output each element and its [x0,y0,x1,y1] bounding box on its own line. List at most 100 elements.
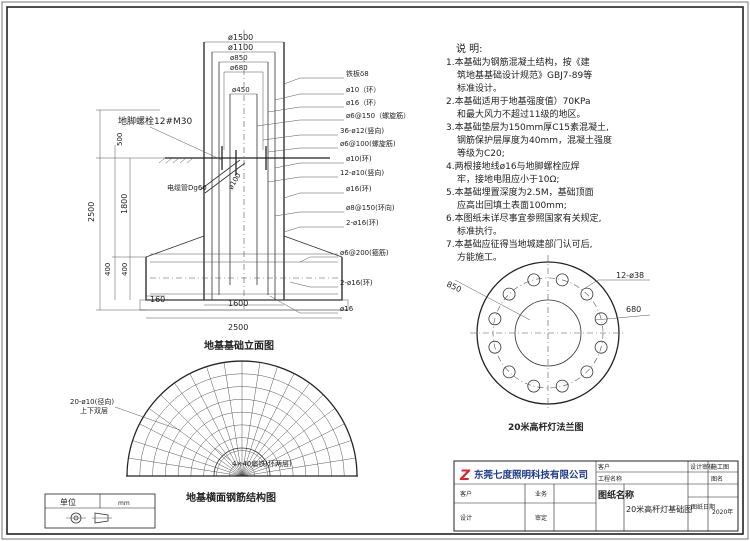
note-line: 3.本基础垫层为150mm厚C15素混凝土, [446,121,609,133]
plan-radial [241,457,356,477]
note-line: 等级为C20; [457,147,505,159]
bolt-hole [555,273,569,287]
rebar-label: ø16（环） [346,99,380,107]
bolt-hole [580,287,594,301]
tb-project-label: 工程名称 [598,475,622,483]
company-name: 东莞七度照明科技有限公司 [474,469,588,481]
rebar-label: 2-ø16(环) [340,279,373,287]
note-line: 1.本基础为钢筋混凝土结构，按《建 [446,56,590,68]
rebar-label: 36-ø12(竖向) [340,126,384,135]
plan-radial [189,373,243,477]
title-block: Z 东莞七度照明科技有限公司 客户 工程名称 设计审核 施工图 图名 客户 业务… [453,460,739,532]
plan-label-radial: 20-ø10(径向) [70,397,114,406]
diam-label: ø1100 [228,43,253,52]
rebar-label: ø8@150(环向) [346,203,395,212]
bolt-hole [527,379,541,393]
flange-holes-label: 12-ø38 [616,271,644,280]
note-line: 牢，接地电阻应小于10Ω; [457,173,559,185]
plan-radial [241,366,278,477]
bolt-hole [555,379,569,393]
dim-label: 500 [116,133,124,146]
note-line: 标准执行。 [457,225,502,237]
plan-radial [128,457,243,477]
tb-client-label-2: 客户 [460,490,472,498]
note-line: 钢筋保护层厚度为40mm，混凝土强度 [457,134,612,146]
plan-radial [174,382,243,477]
plan-radial [148,408,243,477]
note-line: 标准设计。 [457,82,502,94]
bolt-holes [488,273,608,393]
rebar-label: ø6@200(箍筋) [340,248,389,257]
plan-radial [206,366,243,477]
diam-label: ø450 [232,86,250,94]
tb-drawing-date: 2020年 [712,508,733,516]
plan-label-radial-sub: 上下双层 [80,406,108,415]
unit-value: mm [118,500,130,507]
note-line: 2.本基础适用于地基强度值）70KPa [446,95,590,107]
note-line: 5.本基础埋置深度为2.5M，基础顶面 [446,186,594,198]
tb-drawing-name: 20米高杆灯基础图 [626,504,692,514]
flange-title: 20米高杆灯法兰图 [508,421,584,433]
anchor-label: 地脚螺栓12#M30 [118,115,192,127]
bolt-hole [594,340,608,354]
diam-label: ø850 [230,54,248,62]
tb-approve-label: 业务 [535,490,547,498]
notes-block: 说 明: 1.本基础为钢筋混凝土结构，按《建 筑地基基础设计规范》GBJ7-89… [446,42,612,263]
dim-label: 400 [121,263,129,276]
bolt-hole [488,340,502,354]
rebar-label: 铁板δ8 [346,69,369,78]
unit-label: 单位 [60,497,76,507]
dim-label: 1800 [120,194,129,214]
conduit-label: 电缆管Dg60 [167,183,207,192]
plan-title: 地基横面钢筋结构图 [186,491,276,504]
tb-section-label: 图名 [711,475,723,483]
dim-label: 2500 [87,202,96,222]
company-logo-icon: Z [459,468,471,484]
dim-label: 2500 [228,323,248,332]
tb-drawing-name-label: 图纸名称 [598,489,634,501]
flange-drawing: 850 12-ø38 680 20米高杆灯法兰图 [445,255,651,433]
plan-radial [132,440,243,477]
plan-radial [223,362,243,477]
plan-radial [241,373,295,477]
bolt-hole [488,312,502,326]
tb-construct-label: 施工图 [711,463,729,471]
flange-inner-label: 680 [626,305,641,314]
note-line: 筑地基基础设计规范》GBJ7-89等 [457,69,592,81]
notes-heading: 说 明: [456,42,483,55]
plan-radial [160,394,243,477]
unit-box: 单位 mm [44,493,156,529]
rebar-label: ø10(环) [346,155,372,163]
note-line: 应高出回填土表面100mm; [457,199,567,211]
rebar-label: ø10（环） [346,86,380,94]
flange-outer-label: 850 [445,280,463,295]
plan-radial [241,394,324,477]
plan-radial [241,408,336,477]
tb-review-label: 审定 [535,514,547,522]
note-line: 6.本图纸未详尽事宜参照国家有关规定, [446,212,601,224]
rebar-label: ø16 [340,305,354,313]
rebar-callouts: 铁板δ8 ø10（环） ø16（环） ø6@150（螺旋筋） 36-ø12(竖向… [256,69,410,314]
diam-label: ø1500 [228,33,253,42]
plan-label-flat: 4×40扁铁(环两层) [232,459,292,468]
plan-radial [241,440,352,477]
note-line: 和最大风力不超过11级的地区。 [457,108,585,120]
rebar-label: ø6@100(螺旋筋) [340,139,396,148]
dim-label: 160 [150,295,165,304]
bolt-hole [502,287,516,301]
diam-label: ø680 [230,64,248,72]
dim-label: 1600 [228,299,248,308]
plan-radial [241,382,310,477]
plan-radial [241,423,345,477]
plan-column [213,447,271,477]
bolt-hole [527,273,541,287]
rebar-label: 12-ø10(竖向) [340,168,384,177]
tb-designer-label: 设计审核 [690,463,714,471]
elevation-drawing: ø1500 ø1100 ø850 ø680 ø450 [87,30,410,352]
bolt-hole [502,365,516,379]
tb-client-label: 客户 [598,463,610,471]
rebar-label: ø16(环) [346,185,372,193]
dim-label: 400 [104,263,112,276]
